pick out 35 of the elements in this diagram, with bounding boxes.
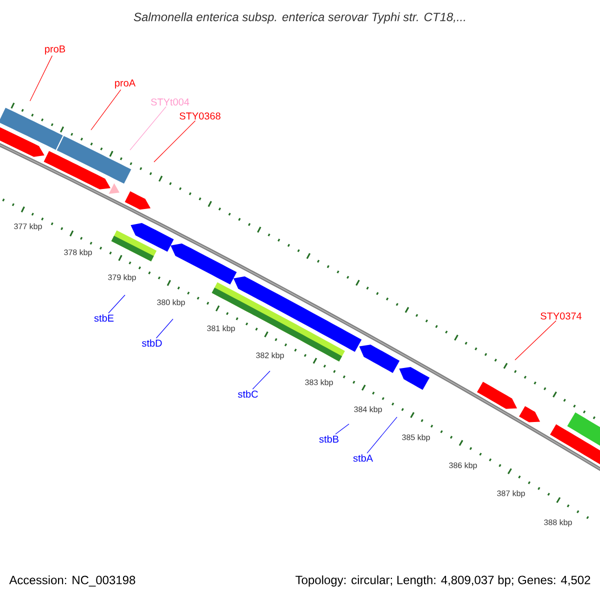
- leader-line: [154, 120, 196, 162]
- gene-label: STY0368: [180, 112, 220, 120]
- leader-line: [30, 55, 53, 102]
- tick-label: 382 kbp: [256, 352, 284, 360]
- gene-label: proA: [115, 80, 136, 88]
- tick-label: 386 kbp: [449, 462, 477, 470]
- tick-label: 388 kbp: [544, 519, 572, 527]
- tick-label: 387 kbp: [497, 490, 525, 498]
- tick-label: 380 kbp: [157, 299, 185, 307]
- tick-label: 383 kbp: [305, 379, 333, 387]
- gene-label: proB: [45, 46, 66, 54]
- gene-label: STYt004: [151, 98, 190, 106]
- gene-label: stbA: [353, 454, 373, 462]
- leader-line: [252, 370, 270, 390]
- leader-line: [335, 424, 350, 434]
- leader-line: [156, 318, 174, 338]
- leader-line: [108, 294, 126, 314]
- tick-label: 379 kbp: [108, 274, 136, 282]
- leader-line: [130, 106, 166, 150]
- footer-text: Topology: circular; Length: 4,809,037 bp; Genes: 4,502: [296, 575, 590, 587]
- footer-text: Accession: NC_003198: [9, 575, 136, 587]
- tick-label: 377 kbp: [14, 223, 42, 231]
- tick-label: 385 kbp: [402, 434, 430, 442]
- gene-label: STY0374: [540, 312, 582, 320]
- title: Salmonella enterica subsp. enterica serovar Typhi str. CT18,...: [134, 12, 465, 24]
- gene-label: stbE: [94, 314, 114, 322]
- tick-label: 384 kbp: [354, 406, 382, 414]
- tick-label: 378 kbp: [64, 249, 92, 257]
- gene-label: stbC: [238, 390, 258, 398]
- gene-label: stbB: [319, 435, 338, 443]
- gene-label: stbD: [142, 339, 162, 347]
- tick-label: 381 kbp: [207, 325, 235, 333]
- leader-line: [366, 416, 398, 454]
- leader-line: [90, 89, 122, 130]
- leader-line: [514, 320, 556, 360]
